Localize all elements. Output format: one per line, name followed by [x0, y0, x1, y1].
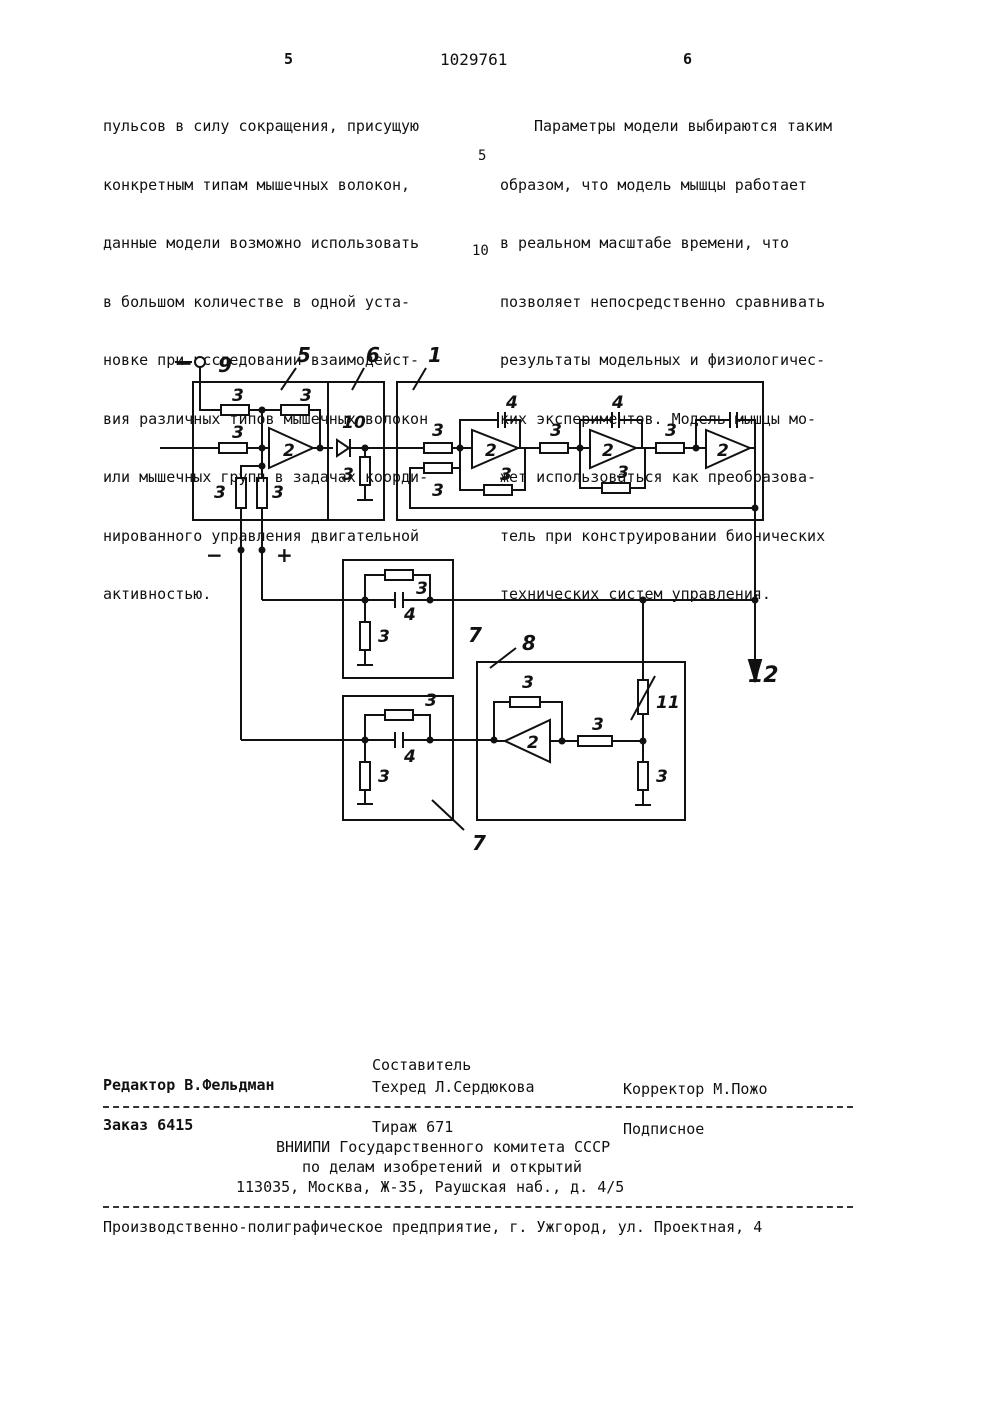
label-resistor: 3: [272, 483, 284, 503]
label-amplifier: 2: [283, 441, 295, 461]
resistor: [360, 762, 370, 790]
resistor: [484, 485, 512, 495]
label-resistor: 3: [300, 386, 312, 406]
diode: [337, 440, 349, 456]
page-number-right: 6: [683, 50, 692, 68]
label-block-1: 1: [428, 343, 442, 367]
label-resistor: 3: [232, 423, 244, 443]
label-resistor: 3: [432, 421, 444, 441]
text-line: в реальном масштабе времени, что: [500, 234, 832, 254]
resistor: [540, 443, 568, 453]
resistor: [236, 478, 246, 508]
label-capacitor: 4: [403, 747, 416, 767]
label-capacitor: 4: [611, 393, 624, 413]
resistor: [656, 443, 684, 453]
resistor: [638, 762, 648, 790]
text-line: пульсов в силу сокращения, присущую: [103, 117, 428, 137]
label-minus-line: −: [206, 543, 223, 567]
label-resistor: 3: [425, 691, 437, 711]
resistor: [360, 622, 370, 650]
label-amplifier: 2: [602, 441, 614, 461]
label-amplifier: 2: [527, 733, 539, 753]
label-resistor: 3: [550, 421, 562, 441]
label-resistor: 3: [500, 465, 512, 485]
label-resistor: 3: [432, 481, 444, 501]
footer-circulation: Тираж 671: [372, 1118, 453, 1136]
label-resistor: 3: [656, 767, 668, 787]
text-line: данные модели возможно использовать: [103, 234, 428, 254]
text-line: конкретным типам мышечных волокон,: [103, 176, 428, 196]
circuit-schematic: − 9 5 6 1 10 3 3 3 2 3 3 3 3 3 4 2 3 3 4…: [0, 330, 1000, 870]
label-resistor: 3: [342, 465, 354, 485]
label-block-7a: 7: [468, 623, 482, 647]
label-resistor: 3: [592, 715, 604, 735]
label-resistor: 3: [416, 579, 428, 599]
resistor: [424, 443, 452, 453]
label-block-5: 5: [297, 343, 311, 367]
resistor: [257, 478, 267, 508]
block-7b-outline: [343, 696, 453, 820]
line-number-10: 10: [472, 243, 489, 259]
label-capacitor: 4: [505, 393, 518, 413]
label-varistor-11: 11: [656, 693, 680, 713]
footer-editor: Редактор В.Фельдман: [103, 1076, 275, 1094]
label-output-12: 12: [748, 663, 779, 688]
label-block-7b: 7: [472, 831, 486, 855]
text-line: позволяет непосредственно сравнивать: [500, 293, 832, 313]
footer-organization-sub: по делам изобретений и открытий: [302, 1158, 582, 1176]
label-amplifier: 2: [485, 441, 497, 461]
label-resistor: 3: [617, 463, 629, 483]
label-minus-terminal: −: [176, 351, 193, 375]
resistor: [578, 736, 612, 746]
label-resistor: 3: [378, 767, 390, 787]
line-number-5: 5: [478, 148, 486, 164]
footer-printer: Производственно-полиграфическое предприя…: [103, 1218, 762, 1236]
divider: [103, 1106, 853, 1108]
label-diode-10: 10: [342, 413, 366, 433]
text-line: образом, что модель мышцы работает: [500, 176, 832, 196]
resistor: [221, 405, 249, 415]
label-resistor: 3: [665, 421, 677, 441]
page-number-left: 5: [284, 50, 293, 68]
block-7a-outline: [343, 560, 453, 678]
label-resistor: 3: [378, 627, 390, 647]
text-line: в большом количестве в одной уста-: [103, 293, 428, 313]
patent-number: 1029761: [440, 50, 507, 69]
resistor: [510, 697, 540, 707]
block-8-outline: [477, 662, 685, 820]
resistor: [360, 457, 370, 485]
resistor: [385, 710, 413, 720]
divider: [103, 1206, 853, 1208]
footer-order: Заказ 6415: [103, 1116, 193, 1134]
label-block-8: 8: [522, 631, 536, 655]
footer-techred: Техред Л.Сердюкова: [372, 1078, 535, 1096]
footer-corrector: Корректор М.Пожо: [623, 1080, 768, 1098]
label-terminal-9: 9: [218, 353, 232, 377]
label-resistor: 3: [214, 483, 226, 503]
footer-address: 113035, Москва, Ж-35, Раушская наб., д. …: [236, 1178, 624, 1196]
footer-compiler: Составитель: [372, 1056, 471, 1074]
label-amplifier: 2: [717, 441, 729, 461]
resistor: [219, 443, 247, 453]
resistor: [424, 463, 452, 473]
label-block-6: 6: [366, 343, 380, 367]
resistor: [385, 570, 413, 580]
text-line: Параметры модели выбираются таким: [500, 117, 832, 137]
label-plus-line: +: [276, 543, 293, 567]
footer-subscription: Подписное: [623, 1120, 704, 1138]
label-resistor: 3: [522, 673, 534, 693]
label-capacitor: 4: [403, 605, 416, 625]
label-resistor: 3: [232, 386, 244, 406]
footer-organization: ВНИИПИ Государственного комитета СССР: [276, 1138, 610, 1156]
resistor: [602, 483, 630, 493]
resistor: [281, 405, 309, 415]
